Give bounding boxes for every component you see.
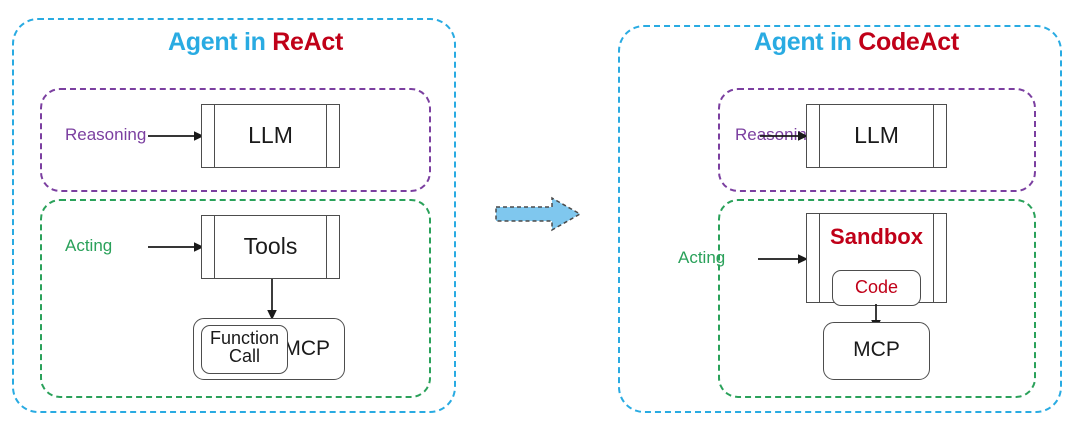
react-llm-component: LLM — [201, 104, 340, 168]
react-acting-label: Acting — [65, 236, 113, 255]
codeact-acting-label: Acting — [678, 248, 726, 267]
component-rail-right — [326, 105, 327, 167]
component-rail-left — [819, 105, 820, 167]
react-tools-to-mcp-arrow — [267, 279, 277, 320]
react-reasoning-group — [40, 88, 431, 192]
agent-react-title-prefix: Agent in — [168, 28, 273, 56]
codeact-reasoning-label: Reasoning — [735, 125, 817, 144]
agent-react-panel — [12, 18, 456, 413]
component-rail-left — [214, 105, 215, 167]
component-rail-left — [214, 216, 215, 278]
react-function-call-box: Function Call — [201, 325, 288, 374]
react-mcp-label: MCP — [283, 337, 330, 360]
codeact-acting-group — [718, 199, 1036, 398]
react-function-call-line2: Call — [228, 346, 260, 367]
agent-codeact-title-accent: CodeAct — [858, 28, 959, 56]
react-llm-label: LLM — [248, 122, 293, 148]
component-rail-right — [933, 214, 934, 302]
agent-react-title-accent: ReAct — [272, 28, 343, 56]
codeact-llm-component: LLM — [806, 104, 947, 168]
component-rail-left — [819, 214, 820, 302]
react-reasoning-arrow — [148, 131, 204, 141]
agent-codeact-panel — [618, 25, 1062, 413]
react-function-call-label: Function Call — [202, 329, 287, 366]
codeact-llm-label: LLM — [854, 122, 899, 148]
codeact-acting-arrow — [758, 254, 808, 264]
codeact-mcp-box: MCP — [823, 322, 930, 380]
component-rail-right — [326, 216, 327, 278]
react-acting-arrow — [148, 242, 204, 252]
codeact-code-box: Code — [832, 270, 921, 306]
transition-arrow-icon — [495, 196, 582, 232]
codeact-mcp-label: MCP — [853, 338, 900, 361]
agent-codeact-title: Agent in CodeAct — [754, 28, 959, 57]
codeact-code-label: Code — [854, 277, 899, 297]
react-tools-component: Tools — [201, 215, 340, 279]
component-rail-right — [933, 105, 934, 167]
react-reasoning-label: Reasoning — [65, 125, 147, 144]
agent-react-title: Agent in ReAct — [168, 28, 343, 57]
agent-codeact-title-prefix: Agent in — [754, 28, 859, 56]
react-tools-label: Tools — [243, 233, 298, 259]
react-function-call-line1: Function — [209, 328, 280, 348]
codeact-reasoning-arrow — [760, 131, 808, 141]
react-acting-group — [40, 199, 431, 398]
codeact-sandbox-label: Sandbox — [830, 224, 923, 249]
codeact-reasoning-group — [718, 88, 1036, 192]
